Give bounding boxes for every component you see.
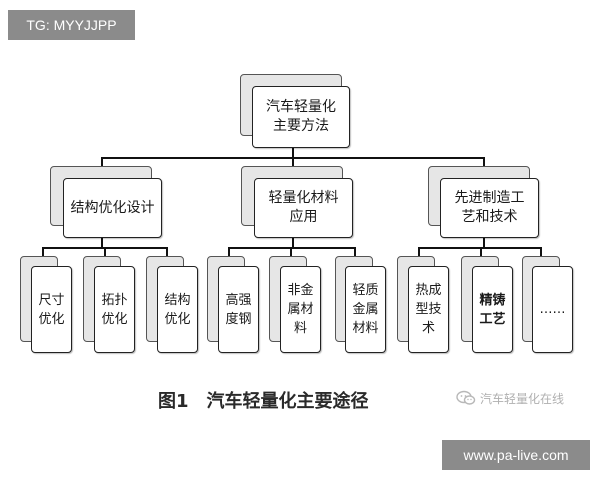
watermark-url: www.pa-live.com bbox=[442, 440, 590, 470]
connector-b3-leaf1 bbox=[418, 247, 420, 259]
connector-branch2-down bbox=[292, 237, 294, 249]
connector-b1-leaf3 bbox=[166, 247, 168, 259]
leaf-light-metal-materials: 轻质 金属 材料 bbox=[345, 266, 386, 353]
root-node: 汽车轻量化 主要方法 bbox=[252, 86, 350, 148]
leaf-topology-optimization: 拓扑 优化 bbox=[94, 266, 135, 353]
wechat-icon bbox=[456, 390, 476, 405]
leaf-ellipsis: …… bbox=[532, 266, 573, 353]
branch-node-advanced-manufacturing: 先进制造工 艺和技术 bbox=[440, 178, 539, 238]
connector-b1-leaf1 bbox=[42, 247, 44, 259]
connector-b3-leaf3 bbox=[540, 247, 542, 259]
connector-b2-leaf1 bbox=[228, 247, 230, 259]
leaf-structure-optimization: 结构 优化 bbox=[157, 266, 198, 353]
branch-node-lightweight-materials: 轻量化材料 应用 bbox=[254, 178, 353, 238]
connector-root-down bbox=[292, 147, 294, 159]
wechat-credit-text: 汽车轻量化在线 bbox=[480, 391, 565, 406]
connector-branch2-bar bbox=[228, 247, 356, 249]
figure-caption: 图1 汽车轻量化主要途径 bbox=[158, 391, 369, 412]
leaf-high-strength-steel: 高强 度钢 bbox=[218, 266, 259, 353]
connector-b2-leaf3 bbox=[354, 247, 356, 259]
leaf-precision-casting: 精铸 工艺 bbox=[472, 266, 513, 353]
branch-node-structural-design: 结构优化设计 bbox=[63, 178, 162, 238]
leaf-hot-forming-technology: 热成 型技 术 bbox=[408, 266, 449, 353]
connector-branch2-drop bbox=[292, 157, 294, 169]
connector-branch3-drop bbox=[483, 157, 485, 169]
connector-branch1-down bbox=[101, 237, 103, 249]
leaf-nonmetal-materials: 非金 属材 料 bbox=[280, 266, 321, 353]
watermark-tag: TG: MYYJJPP bbox=[8, 10, 135, 40]
connector-b1-leaf2 bbox=[104, 247, 106, 259]
connector-b3-leaf2 bbox=[480, 247, 482, 259]
leaf-size-optimization: 尺寸 优化 bbox=[31, 266, 72, 353]
connector-branch1-drop bbox=[101, 157, 103, 169]
connector-branch3-down bbox=[483, 237, 485, 249]
connector-b2-leaf2 bbox=[290, 247, 292, 259]
wechat-credit: 汽车轻量化在线 bbox=[456, 387, 596, 409]
